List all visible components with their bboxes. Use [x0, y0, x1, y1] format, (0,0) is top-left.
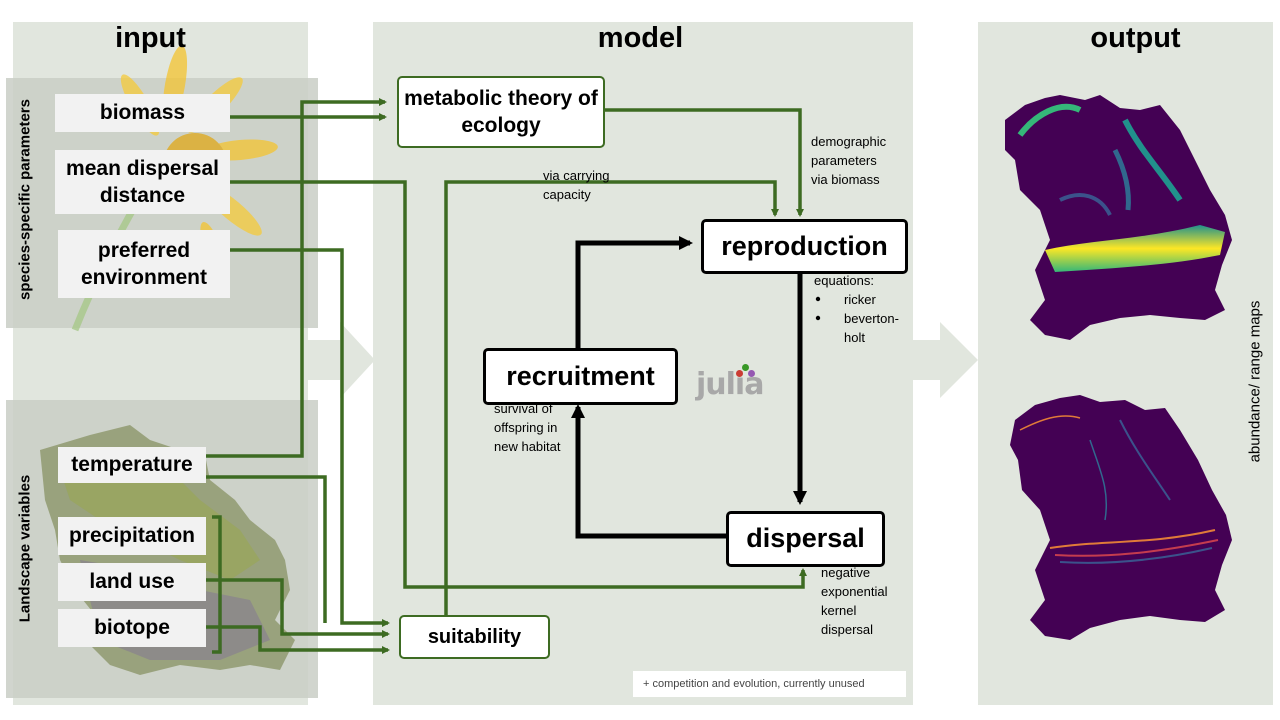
- bullet-2: [815, 315, 821, 321]
- range-map-2: [1010, 395, 1232, 640]
- footnote: + competition and evolution, currently u…: [633, 671, 906, 697]
- julia-dot-red: [736, 370, 743, 377]
- demographic-note: demographic parameters via biomass: [811, 134, 887, 187]
- survival-note: survival of offspring in new habitat: [494, 401, 561, 454]
- kernel-note: negative exponential kernel dispersal: [821, 565, 888, 637]
- model-to-output-arrow: [913, 322, 978, 398]
- suitability-box: suitability: [399, 615, 550, 659]
- recruitment-box: recruitment: [483, 348, 678, 405]
- temperature-input: temperature: [58, 447, 206, 483]
- julia-dot-purple: [748, 370, 755, 377]
- carrying-capacity-note: via carrying capacity: [543, 168, 610, 202]
- biotope-input: biotope: [58, 609, 206, 647]
- biomass-input: biomass: [55, 94, 230, 132]
- metabolic-theory-box: metabolic theory of ecology: [397, 76, 605, 148]
- output-title: output: [1090, 22, 1181, 54]
- equations-note: equations: ricker beverton- holt: [814, 273, 899, 345]
- dispersal-distance-input: mean dispersal distance: [55, 150, 230, 214]
- input-title: input: [115, 22, 186, 54]
- preferred-environment-input: preferred environment: [58, 230, 230, 298]
- dispersal-box: dispersal: [726, 511, 885, 567]
- julia-dot-green: [742, 364, 749, 371]
- land-use-input: land use: [58, 563, 206, 601]
- reproduction-box: reproduction: [701, 219, 908, 274]
- bullet-1: [815, 296, 821, 302]
- model-title: model: [597, 22, 684, 54]
- precipitation-input: precipitation: [58, 517, 206, 555]
- abundance-map-1: [1005, 95, 1232, 340]
